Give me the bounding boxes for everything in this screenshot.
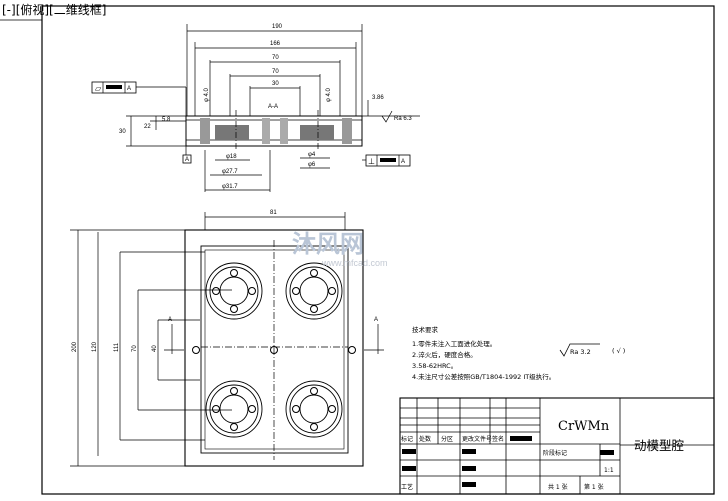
- redacted-field: [402, 449, 416, 454]
- material-label: CrWMn: [558, 419, 610, 434]
- dim-width-70a: 70: [272, 55, 279, 61]
- scale-value: 1:1: [604, 467, 614, 474]
- dim-diam-6: φ6: [308, 162, 316, 168]
- header-zone: 分区: [441, 435, 453, 443]
- dim-diam-4: φ4: [308, 152, 316, 158]
- redacted-field: [510, 436, 532, 441]
- datum-a: A: [185, 157, 189, 163]
- section-mark-right: A: [374, 317, 378, 323]
- perpendicularity-value-box: [380, 158, 396, 162]
- roughness-ra-6-3: Ra 6.3: [394, 116, 412, 122]
- header-signature: 签名: [492, 435, 504, 443]
- dim-length-111: 111: [114, 342, 120, 352]
- dim-width-81: 81: [270, 210, 277, 216]
- note-item-3: 3.58-62HRC。: [412, 362, 457, 370]
- redacted-field: [462, 449, 476, 454]
- dim-length-70: 70: [132, 345, 138, 352]
- note-item-2: 2.淬火后，硬度合格。: [412, 350, 477, 359]
- part-name: 动模型腔: [634, 438, 684, 453]
- note-item-1: 1.零件未注入工面进化处理。: [412, 339, 496, 348]
- drawing-frame: [41, 5, 715, 495]
- redacted-field: [462, 482, 476, 487]
- header-change-doc: 更改文件号: [462, 435, 492, 443]
- plan-view: [70, 212, 384, 467]
- dim-width-30: 30: [272, 81, 279, 87]
- title-block: [399, 397, 715, 495]
- dim-diam-18: φ18: [226, 154, 237, 160]
- notes-roughness: Ra 3.2: [570, 348, 591, 356]
- dim-width-166: 166: [270, 41, 281, 47]
- section-view: [91, 24, 420, 192]
- watermark: 沐风网 www.mfcad.com: [292, 230, 388, 268]
- perpendicularity-icon: ⊥: [368, 157, 375, 166]
- flatness-value-box: [106, 85, 122, 89]
- section-mark-left: A: [168, 317, 172, 323]
- watermark-text: 沐风网: [292, 230, 364, 258]
- section-label: A-A: [268, 104, 278, 110]
- note-item-4: 4.未注尺寸公差按照GB/T1804-1992 IT级执行。: [412, 372, 555, 381]
- process-label: 工艺: [401, 483, 413, 491]
- redacted-field: [462, 466, 476, 471]
- dim-length-40: 40: [152, 345, 158, 352]
- dim-depth-22: 22: [144, 124, 151, 130]
- sheet-total: 共 1 张: [548, 483, 568, 491]
- dim-thickness-30: 30: [119, 129, 126, 135]
- dim-right-3-86: 3.86: [372, 95, 384, 101]
- roughness-symbol-icon: [559, 343, 600, 357]
- notes-roughness-suffix: ( √ ): [612, 347, 625, 355]
- dim-diam-27-7: φ27.7: [222, 169, 238, 175]
- angle-left: φ 4.0: [204, 87, 210, 102]
- redacted-field: [600, 450, 614, 455]
- sheet-number: 第 1 张: [584, 483, 604, 491]
- flatness-icon: ⏥: [95, 84, 102, 93]
- dim-width-190: 190: [272, 24, 283, 30]
- dim-length-200: 200: [72, 341, 78, 352]
- header-count: 处数: [419, 435, 431, 443]
- dim-width-70b: 70: [272, 69, 279, 75]
- perp-datum-ref: A: [401, 159, 405, 165]
- notes-title: 技术要求: [412, 325, 439, 334]
- header-mark: 标记: [401, 435, 413, 443]
- dim-depth-5-8: 5.8: [162, 117, 171, 123]
- angle-right: φ 4.0: [326, 87, 332, 102]
- dim-diam-31-7: φ31.7: [222, 184, 238, 190]
- stage-label: 阶段标记: [543, 449, 567, 457]
- flatness-datum-ref: A: [127, 86, 131, 92]
- dim-length-120: 120: [92, 341, 98, 352]
- redacted-field: [402, 466, 416, 471]
- watermark-url: www.mfcad.com: [321, 258, 388, 268]
